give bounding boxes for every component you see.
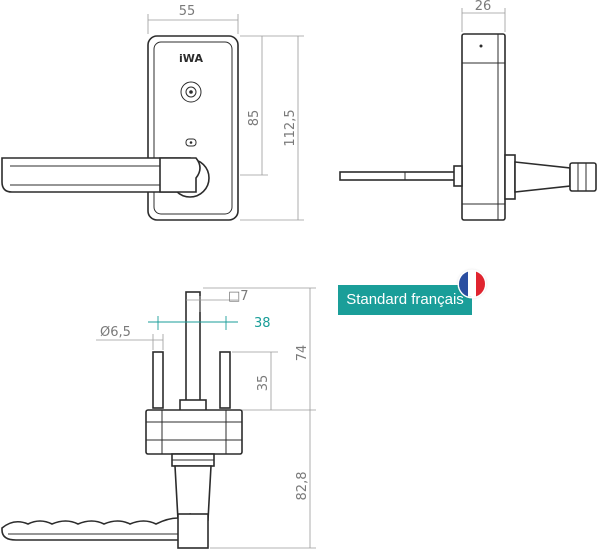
side-spindle [339,171,457,181]
dim-handle-height: 82,8 [295,472,310,501]
bottom-rod-right [219,351,231,409]
dim-rod-diameter: Ø6,5 [100,325,131,340]
dim-front-height-total: 112,5 [283,109,298,146]
dim-front-width: 55 [179,4,196,19]
key-cylinder-icon [180,81,202,103]
bottom-lever-neck [174,465,212,521]
dim-side-width: 26 [475,0,492,14]
dim-rod-spacing: 38 [254,316,271,331]
dim-total-height-top: 74 [295,345,310,362]
bottom-lever-grip [1,512,198,541]
side-lever-cone [514,161,571,193]
bottom-square-spindle [185,291,201,409]
standard-francais-badge: Standard français [338,285,472,315]
side-body [461,33,506,221]
bottom-body [145,409,243,455]
bottom-rod-left [152,351,164,409]
bottom-view: □7 38 Ø6,5 35 74 [1,287,316,549]
side-view: 26 [339,0,597,221]
dim-front-height-inner: 85 [247,110,262,127]
dim-rod-length: 35 [256,375,271,392]
front-view: 55 iWA 85 112,5 [1,4,304,221]
brand-logo: iWA [179,52,203,65]
badge-label: Standard français [346,291,464,308]
french-flag-icon [459,271,485,297]
dim-square-spindle: □7 [228,289,249,304]
